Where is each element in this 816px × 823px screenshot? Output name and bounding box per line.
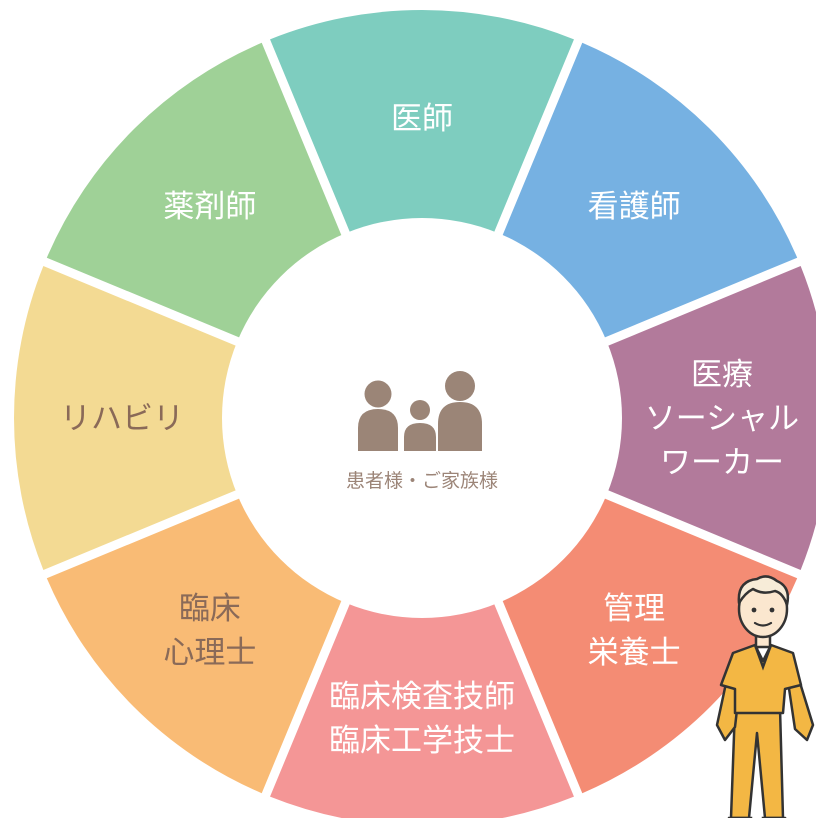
segment-doctor: 医師	[270, 9, 574, 236]
segment-nurse-label-1: 看護師	[588, 189, 681, 225]
segment-social-worker-shape	[604, 266, 816, 570]
segment-lab-engineer-shape	[270, 600, 574, 823]
segment-psychologist-label-2: 心理士	[163, 635, 256, 671]
segment-dietitian-shape	[501, 497, 798, 794]
segment-social-worker-label-2: ソーシャル	[645, 401, 799, 437]
segment-lab-engineer-label-1: 臨床検査技師	[329, 679, 515, 715]
staff-person-icon	[715, 575, 815, 823]
segment-pharmacist: 薬剤師	[46, 42, 343, 339]
segment-nurse-shape	[501, 42, 798, 339]
segment-social-worker-label-1: 医療	[691, 357, 753, 393]
segment-rehab-label-1: リハビリ	[60, 401, 184, 437]
segment-rehab-shape	[14, 266, 240, 570]
segment-social-worker-label-3: ワーカー	[660, 445, 784, 481]
segment-dietitian-label-2: 栄養士	[588, 635, 681, 671]
segment-nurse: 看護師	[501, 42, 798, 339]
segment-psychologist-shape	[46, 497, 343, 794]
segment-pharmacist-shape	[46, 42, 343, 339]
segment-pharmacist-label-1: 薬剤師	[163, 189, 256, 225]
segment-rehab: リハビリ	[14, 266, 240, 570]
family-icon	[358, 371, 482, 451]
segment-dietitian-label-1: 管理	[603, 591, 665, 627]
segment-doctor-shape	[270, 9, 574, 236]
segment-lab-engineer-label-2: 臨床工学技士	[329, 723, 515, 759]
segment-doctor-label-1: 医師	[391, 101, 453, 137]
center-label: 患者様・ご家族様	[346, 470, 498, 492]
segment-psychologist-label-1: 臨床	[179, 591, 241, 627]
center-hub: 患者様・ご家族様	[222, 218, 622, 618]
